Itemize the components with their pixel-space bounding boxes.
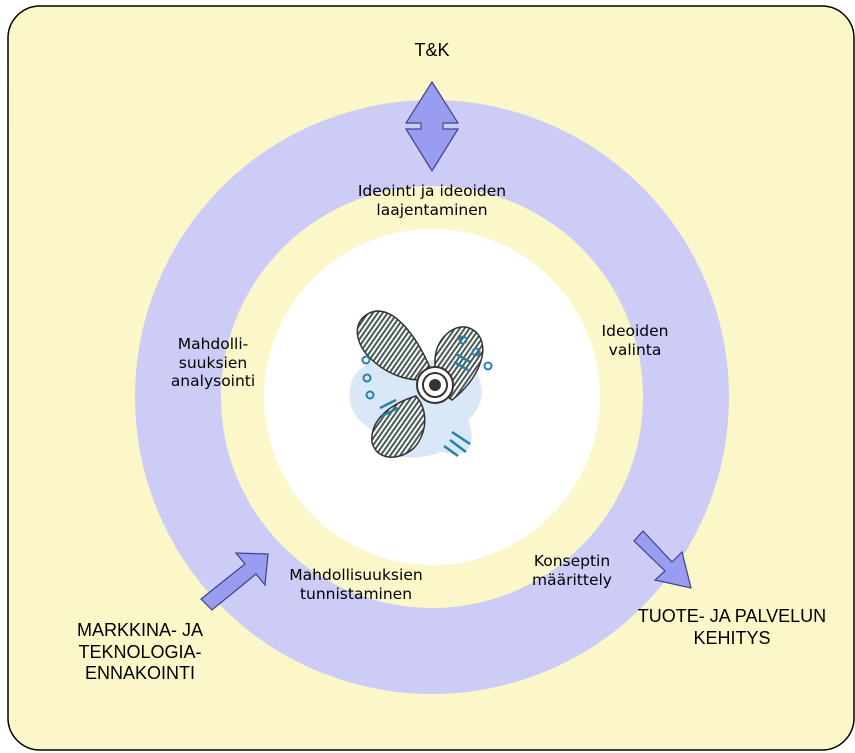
top-label: T&K: [414, 40, 450, 60]
stage-ideation: Ideointi ja ideoiden laajentaminen: [357, 182, 507, 219]
stage-opportunity-identification: Mahdollisuuksien tunnistaminen: [289, 566, 423, 603]
propeller-icon: [349, 310, 493, 458]
stage-concept-definition: Konseptin määrittely: [532, 552, 612, 589]
double-arrow-icon: [404, 80, 460, 173]
output-label: TUOTE- JA PALVELUN KEHITYS: [637, 606, 827, 648]
output-arrow-icon: [633, 530, 692, 589]
input-label: MARKKINA- JA TEKNOLOGIA- ENNAKOINTI: [76, 620, 204, 684]
input-arrow-icon: [200, 552, 269, 611]
stage-idea-selection: Ideoiden valinta: [601, 322, 669, 359]
stage-opportunity-analysis: Mahdolli- suuksien analysointi: [170, 335, 256, 391]
